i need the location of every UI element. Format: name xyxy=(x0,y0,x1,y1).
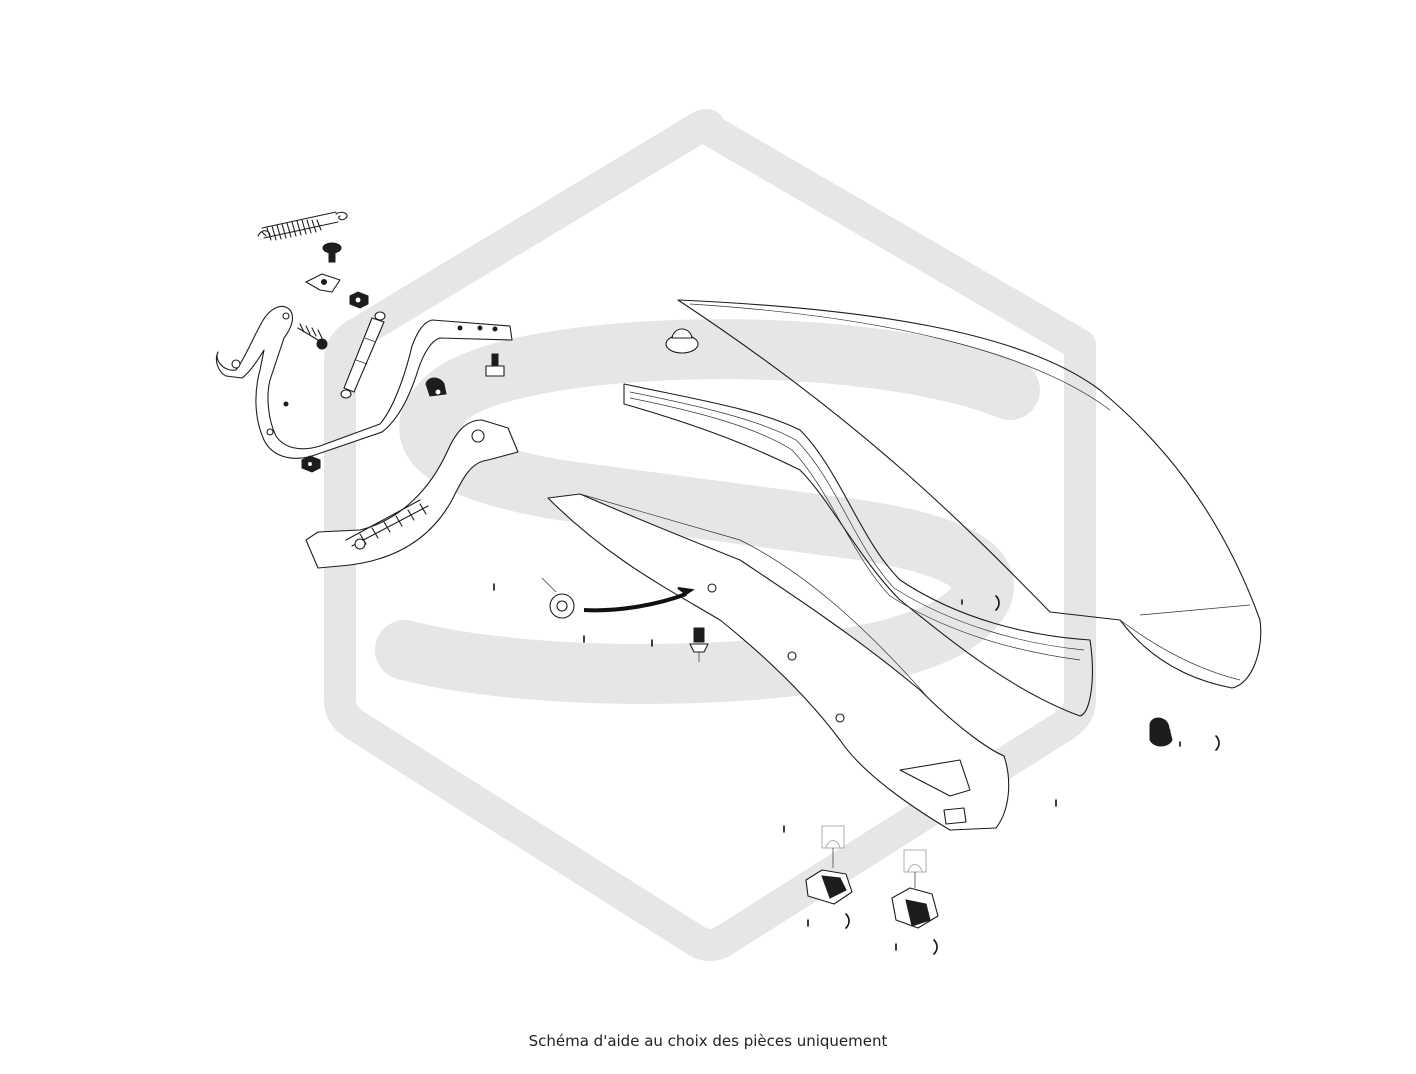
tension-spring-part xyxy=(257,211,348,241)
clip-part xyxy=(541,577,575,619)
nut-part xyxy=(349,291,369,309)
watermark-logo xyxy=(324,109,1096,961)
ball-stud-part xyxy=(425,377,447,397)
lid-panel-part xyxy=(677,299,1262,689)
grommet-part xyxy=(665,328,699,354)
gas-strut-part xyxy=(340,311,386,399)
lock-motor-part xyxy=(891,849,939,929)
hinge-bracket-part xyxy=(305,273,341,293)
screw-part xyxy=(297,323,328,350)
bump-stop-part xyxy=(1149,717,1173,747)
push-pin-part xyxy=(689,627,709,662)
handle-part xyxy=(305,419,519,569)
inner-panel-part xyxy=(547,493,1010,831)
seal-part xyxy=(623,383,1093,717)
hinge-arm-part xyxy=(215,305,513,459)
pin-part xyxy=(485,353,505,377)
bolt-part xyxy=(322,242,342,263)
latch-part xyxy=(805,825,853,905)
nut-lower-part xyxy=(301,455,321,473)
assembly-arrow xyxy=(583,592,687,613)
reference-marks xyxy=(493,583,1220,955)
diagram-caption: Schéma d'aide au choix des pièces unique… xyxy=(528,1032,888,1050)
